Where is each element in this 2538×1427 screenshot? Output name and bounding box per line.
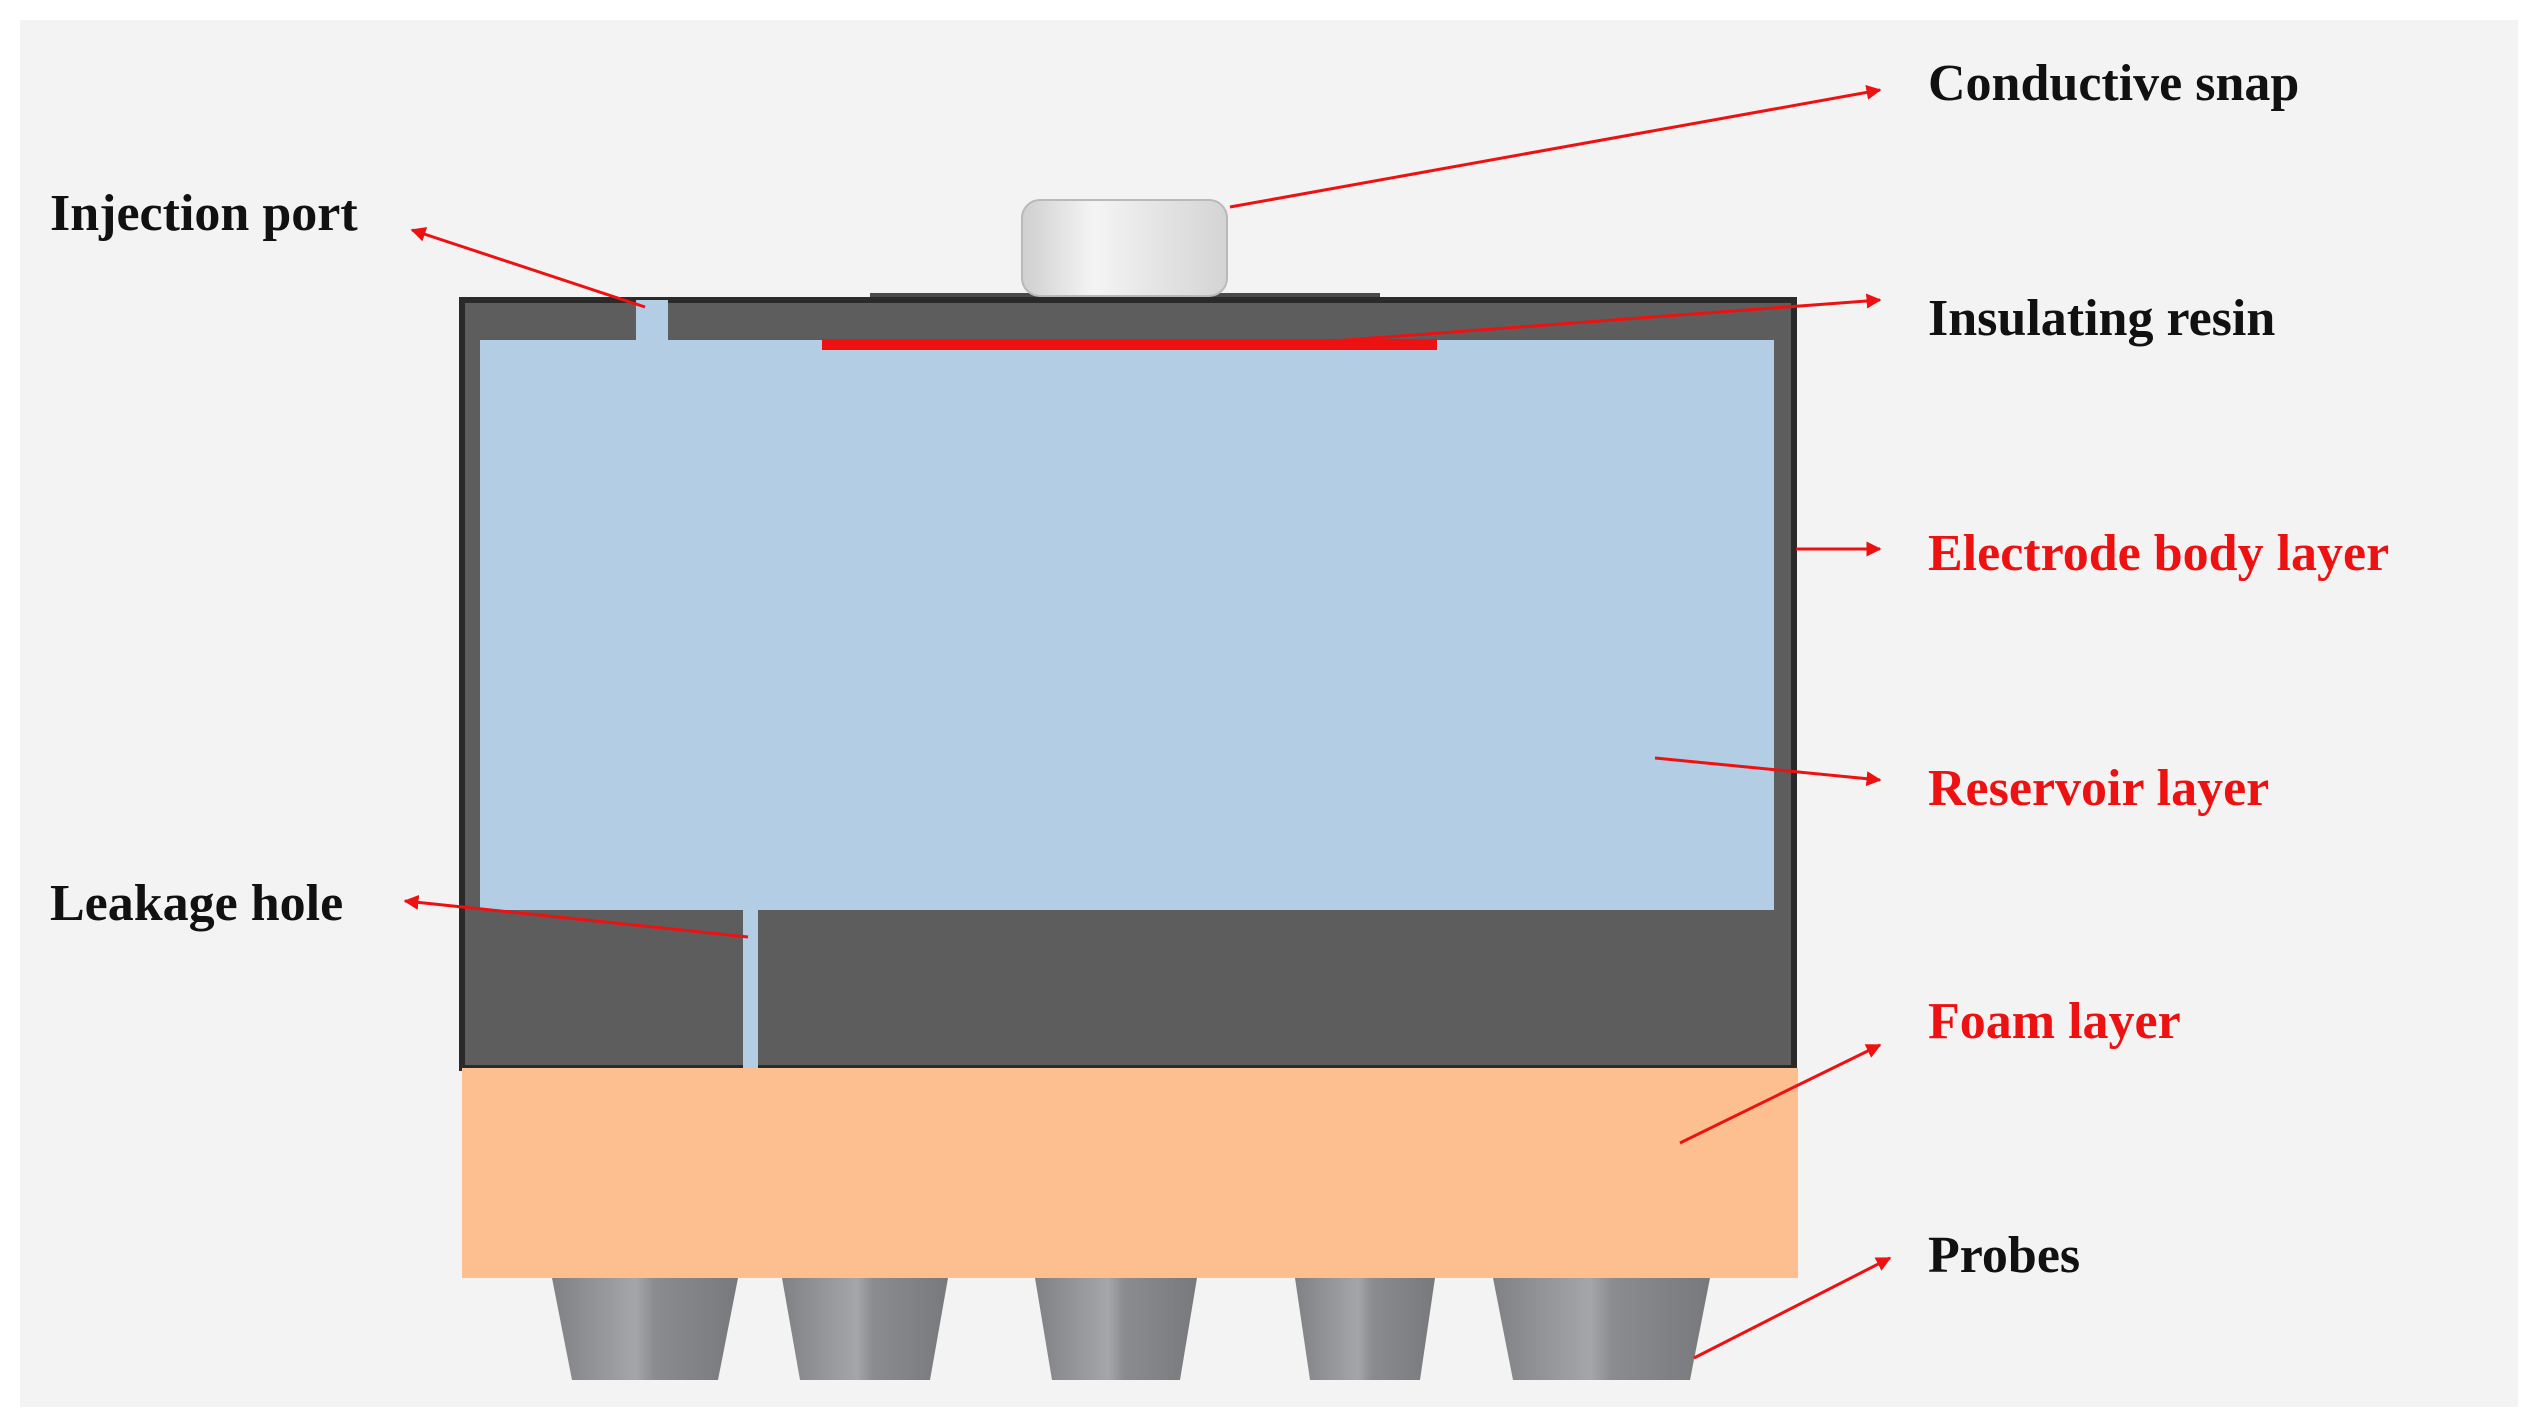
label-reservoir-layer: Reservoir layer <box>1928 760 2269 817</box>
probes-group <box>552 1278 1710 1380</box>
label-probes: Probes <box>1928 1227 2080 1284</box>
foam-layer-shape <box>462 1068 1798 1278</box>
callout-conductive-snap <box>1229 85 1882 209</box>
label-foam-layer: Foam layer <box>1928 993 2181 1050</box>
callout-lines <box>403 85 1892 1360</box>
probe <box>1035 1278 1197 1380</box>
label-electrode-body-layer: Electrode body layer <box>1928 525 2389 582</box>
label-conductive-snap: Conductive snap <box>1928 55 2299 112</box>
probe <box>1295 1278 1435 1380</box>
conductive-snap-shape <box>1021 199 1228 297</box>
probe <box>1493 1278 1710 1380</box>
probe <box>782 1278 948 1380</box>
callout-insulating-resin <box>1319 293 1882 344</box>
probe <box>552 1278 738 1380</box>
callout-probes <box>1693 1256 1892 1360</box>
callout-foam <box>1679 1043 1882 1145</box>
label-insulating-resin: Insulating resin <box>1928 290 2275 347</box>
callout-injection-port <box>410 227 646 309</box>
label-leakage-hole: Leakage hole <box>50 875 343 932</box>
leakage-hole-channel <box>743 908 758 1068</box>
label-injection-port: Injection port <box>50 185 358 242</box>
callout-reservoir <box>1654 756 1882 787</box>
reservoir-layer-shape <box>480 340 1774 910</box>
callout-leakage-hole <box>403 894 749 939</box>
insulating-resin-strip <box>822 339 1437 350</box>
